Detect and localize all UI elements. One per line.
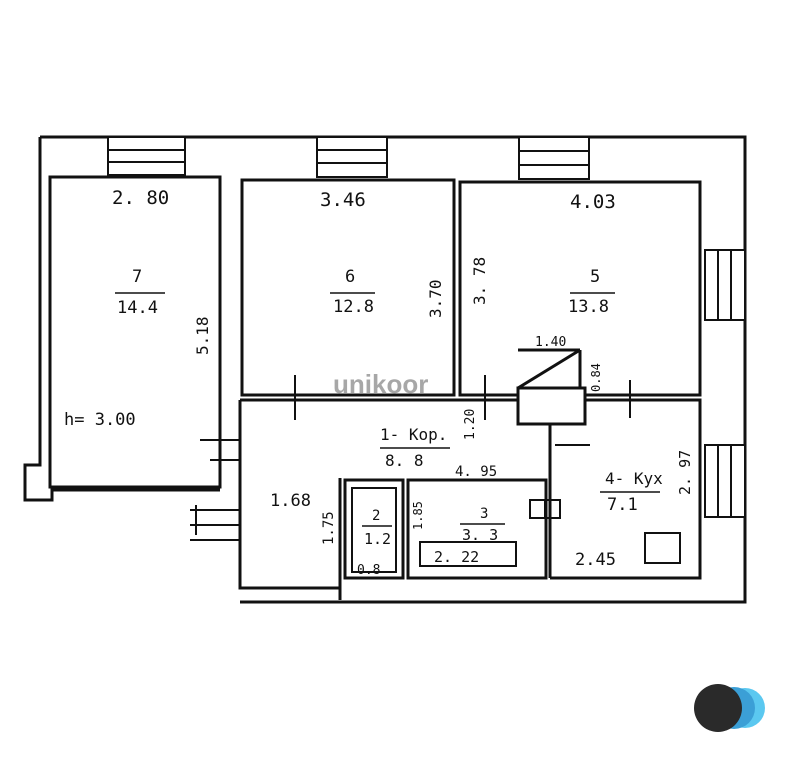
hall-width: 1.68	[270, 491, 311, 511]
tub-3	[419, 541, 517, 567]
room-5-width: 4.03	[570, 191, 616, 213]
room-7-area: 14.4	[117, 298, 158, 318]
room-4-height: 2. 97	[676, 450, 694, 495]
room-6-area: 12.8	[333, 297, 374, 317]
room-1-width: 4. 95	[455, 464, 497, 480]
door-element	[516, 348, 587, 426]
room-1-number: 1- Kop.	[380, 425, 447, 444]
room-3-area: 3. 3	[462, 526, 498, 544]
bath-height: 1.85	[411, 501, 425, 530]
outer-walls	[23, 135, 747, 604]
room-6-number: 6	[345, 267, 355, 287]
stove	[644, 532, 681, 564]
watermark-text: unikoor	[333, 369, 428, 399]
room-5-number: 5	[590, 267, 600, 287]
room-4-width: 2.45	[575, 550, 616, 570]
corridor-height: 1.20	[463, 409, 478, 440]
door-height: 0.84	[589, 363, 603, 392]
room-2-width: 0.8	[357, 563, 380, 578]
tub-2	[351, 487, 397, 573]
windows-right	[704, 249, 746, 518]
room-5-area: 13.8	[568, 297, 609, 317]
room-7-width: 2. 80	[112, 187, 169, 209]
room-3-width: 2. 22	[434, 548, 479, 566]
brand-logo	[694, 684, 765, 732]
room-2	[343, 478, 405, 580]
room-7-number: 7	[132, 267, 142, 287]
room-2-number: 2	[372, 508, 380, 524]
room-3-number: 3	[480, 506, 488, 522]
room-4-area: 7.1	[607, 495, 638, 515]
ceiling-height: h= 3.00	[64, 410, 136, 430]
corridor-walls	[238, 398, 702, 600]
room-1-area: 8. 8	[385, 451, 424, 470]
windows-top	[107, 136, 590, 180]
room-5-height: 3. 78	[470, 257, 489, 305]
room-7	[48, 175, 222, 489]
room-4-number: 4- Kyx	[605, 469, 663, 488]
room-7-height: 5.18	[193, 316, 212, 355]
dimension-ticks	[200, 375, 631, 461]
room-6	[240, 178, 456, 397]
entry-steps	[190, 505, 240, 541]
hall-height: 1.75	[321, 511, 337, 545]
room-3	[406, 478, 548, 580]
room-2-area: 1.2	[364, 530, 391, 548]
door-width: 1.40	[535, 335, 566, 350]
room-6-width: 3.46	[320, 189, 366, 211]
room-6-height: 3.70	[426, 279, 445, 318]
